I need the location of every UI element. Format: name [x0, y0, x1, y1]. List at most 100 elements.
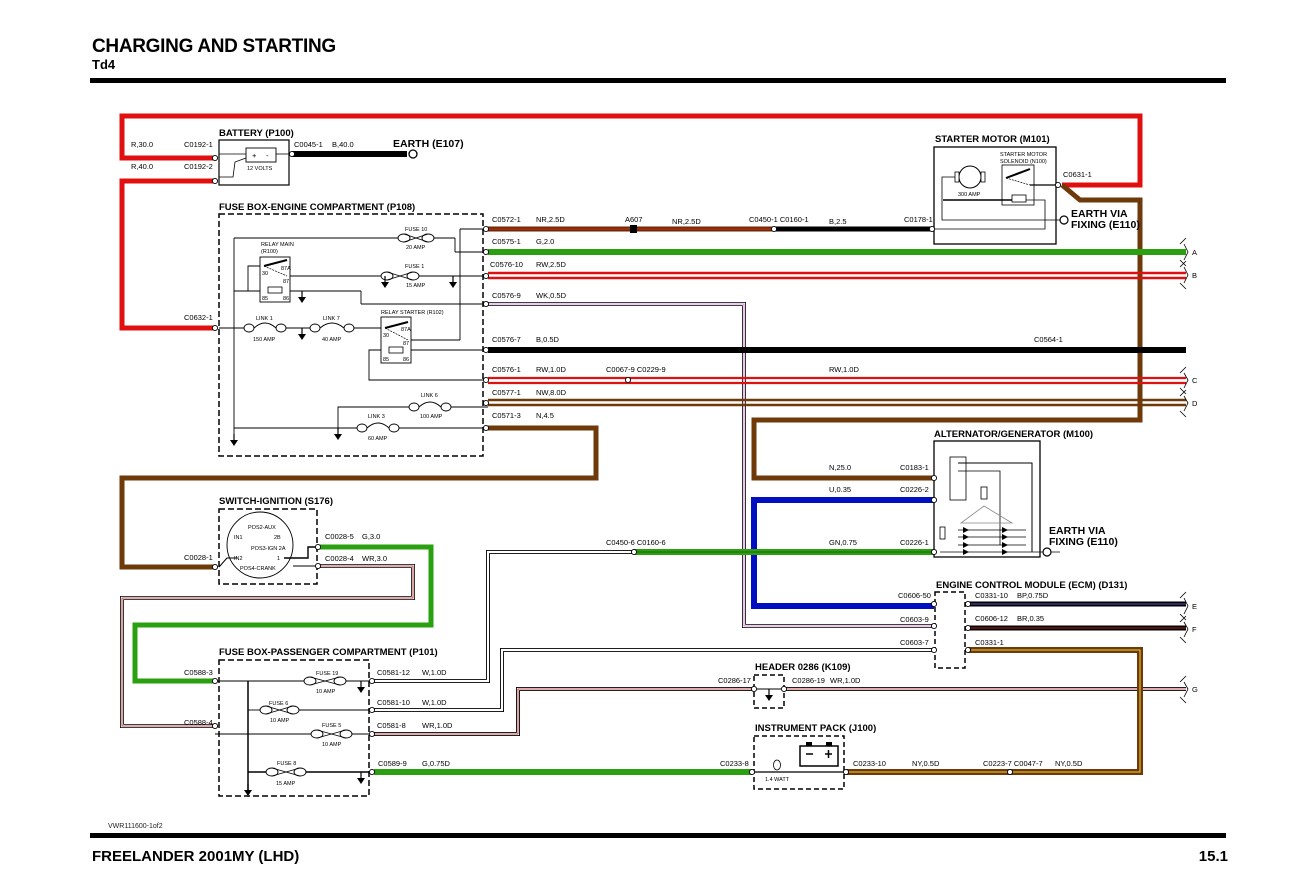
svg-text:87A: 87A — [401, 327, 411, 333]
svg-text:C0606-50: C0606-50 — [898, 591, 931, 600]
svg-text:C0603-7: C0603-7 — [900, 638, 929, 647]
svg-text:WK,0.5D: WK,0.5D — [536, 291, 567, 300]
fuse-19-name: FUSE 19 — [316, 671, 338, 677]
alternator-earth-label-2: FIXING (E110) — [1049, 536, 1118, 548]
svg-text:C0331-10: C0331-10 — [975, 591, 1008, 600]
svg-text:C0576-7: C0576-7 — [492, 335, 521, 344]
svg-text:C0606-12: C0606-12 — [975, 614, 1008, 623]
fuse-19-rating: 10 AMP — [316, 689, 336, 695]
wire-nw80 — [488, 398, 1186, 407]
svg-text:U,0.35: U,0.35 — [829, 485, 851, 494]
svg-text:C0192-1: C0192-1 — [184, 140, 213, 149]
fusebox-engine-label: FUSE BOX-ENGINE COMPARTMENT (P108) — [219, 202, 415, 213]
svg-text:C0588-3: C0588-3 — [184, 668, 213, 677]
svg-text:WR,1.0D: WR,1.0D — [422, 721, 453, 730]
fuse-10-icon — [397, 233, 435, 243]
wire-w10-b — [374, 648, 934, 712]
svg-text:C0183-1: C0183-1 — [900, 463, 929, 472]
relay-main-label: RELAY MAIN — [261, 242, 294, 248]
connector-labels: C0192-1 C0192-2 C0045-1 C0632-1 C0572-1 … — [184, 140, 1092, 768]
fuse-6-name: FUSE 6 — [269, 701, 288, 707]
svg-text:W,1.0D: W,1.0D — [422, 698, 447, 707]
wire-wk05 — [488, 302, 934, 628]
svg-text:F: F — [1192, 625, 1197, 634]
svg-text:BR,0.35: BR,0.35 — [1017, 614, 1044, 623]
wire-g30 — [132, 544, 434, 684]
svg-text:C0564-1: C0564-1 — [1034, 335, 1063, 344]
solenoid-label-1: STARTER MOTOR — [1000, 152, 1047, 158]
fuse-10-rating: 20 AMP — [406, 245, 426, 251]
svg-text:B,2.5: B,2.5 — [829, 217, 847, 226]
svg-text:G,2.0: G,2.0 — [536, 237, 554, 246]
wire-rw25 — [488, 271, 1186, 280]
svg-text:C0603-9: C0603-9 — [900, 615, 929, 624]
instrument-pack — [753, 735, 845, 790]
svg-text:C0572-1: C0572-1 — [492, 215, 521, 224]
svg-text:C0450-6 C0160-6: C0450-6 C0160-6 — [606, 538, 666, 547]
relay-main: 30 87A 87 85 86 — [259, 256, 291, 303]
link-6-rating: 100 AMP — [420, 414, 443, 420]
fuse-1-rating: 15 AMP — [406, 283, 426, 289]
link-1-icon — [243, 322, 287, 333]
svg-text:C0028-5: C0028-5 — [325, 532, 354, 541]
svg-text:C0226-2: C0226-2 — [900, 485, 929, 494]
svg-text:WR,1.0D: WR,1.0D — [830, 676, 861, 685]
svg-text:87: 87 — [283, 279, 289, 285]
ecm — [934, 591, 966, 669]
svg-text:RW,1.0D: RW,1.0D — [829, 365, 859, 374]
header-ground-icon — [764, 688, 774, 702]
svg-text:NW,8.0D: NW,8.0D — [536, 388, 567, 397]
svg-text:86: 86 — [283, 296, 289, 302]
starter-earth-label-2: FIXING (E110) — [1071, 219, 1140, 231]
svg-text:W,1.0D: W,1.0D — [422, 668, 447, 677]
svg-text:NR,2.5D: NR,2.5D — [672, 217, 701, 226]
link-1-rating: 150 AMP — [253, 337, 276, 343]
svg-text:B,40.0: B,40.0 — [332, 140, 354, 149]
battery-label: BATTERY (P100) — [219, 128, 294, 139]
svg-text:A: A — [1192, 248, 1197, 257]
footer-rule — [90, 833, 1226, 838]
svg-text:N,4.5: N,4.5 — [536, 411, 554, 420]
page-number: 15.1 — [1198, 848, 1228, 865]
starter-motor — [933, 146, 1060, 245]
svg-text:30: 30 — [383, 333, 389, 339]
svg-text:C0571-3: C0571-3 — [492, 411, 521, 420]
fusebox-passenger-internal — [215, 680, 374, 790]
page-title: CHARGING AND STARTING — [92, 36, 336, 57]
svg-text:G,3.0: G,3.0 — [362, 532, 380, 541]
fusebox-engine-internal — [219, 228, 488, 440]
svg-text:30: 30 — [262, 271, 268, 277]
svg-text:+: + — [252, 151, 257, 160]
svg-text:POS3-IGN 2A: POS3-IGN 2A — [251, 546, 286, 552]
svg-text:NY,0.5D: NY,0.5D — [912, 759, 940, 768]
svg-text:C0576-9: C0576-9 — [492, 291, 521, 300]
svg-text:A607: A607 — [625, 215, 643, 224]
svg-text:87A: 87A — [281, 266, 291, 272]
fuse-6-rating: 10 AMP — [270, 718, 290, 724]
fuse-5-rating: 10 AMP — [322, 742, 342, 748]
svg-text:85: 85 — [383, 357, 389, 363]
svg-text:BP,0.75D: BP,0.75D — [1017, 591, 1049, 600]
svg-text:85: 85 — [262, 296, 268, 302]
alternator — [933, 440, 1060, 558]
battery-warning-icon — [799, 742, 839, 767]
svg-text:C0028-1: C0028-1 — [184, 553, 213, 562]
fuse-10-name: FUSE 10 — [405, 227, 427, 233]
svg-text:C0192-2: C0192-2 — [184, 162, 213, 171]
wire-w10-a — [374, 550, 634, 683]
svg-text:R,40.0: R,40.0 — [131, 162, 153, 171]
fuse-5-name: FUSE 5 — [322, 723, 341, 729]
svg-text:C0233-8: C0233-8 — [720, 759, 749, 768]
link-6-name: LINK 6 — [421, 393, 438, 399]
connector-plugs — [211, 150, 1062, 776]
alternator-label: ALTERNATOR/GENERATOR (M100) — [934, 429, 1093, 440]
svg-text:C0577-1: C0577-1 — [492, 388, 521, 397]
svg-text:C0286-19: C0286-19 — [792, 676, 825, 685]
svg-text:C0588-4: C0588-4 — [184, 718, 213, 727]
wire-wr30 — [120, 564, 415, 728]
svg-text:RW,1.0D: RW,1.0D — [536, 365, 566, 374]
wire-ny05 — [846, 647, 1143, 775]
svg-text:R,30.0: R,30.0 — [131, 140, 153, 149]
page-subtitle: Td4 — [92, 57, 116, 72]
